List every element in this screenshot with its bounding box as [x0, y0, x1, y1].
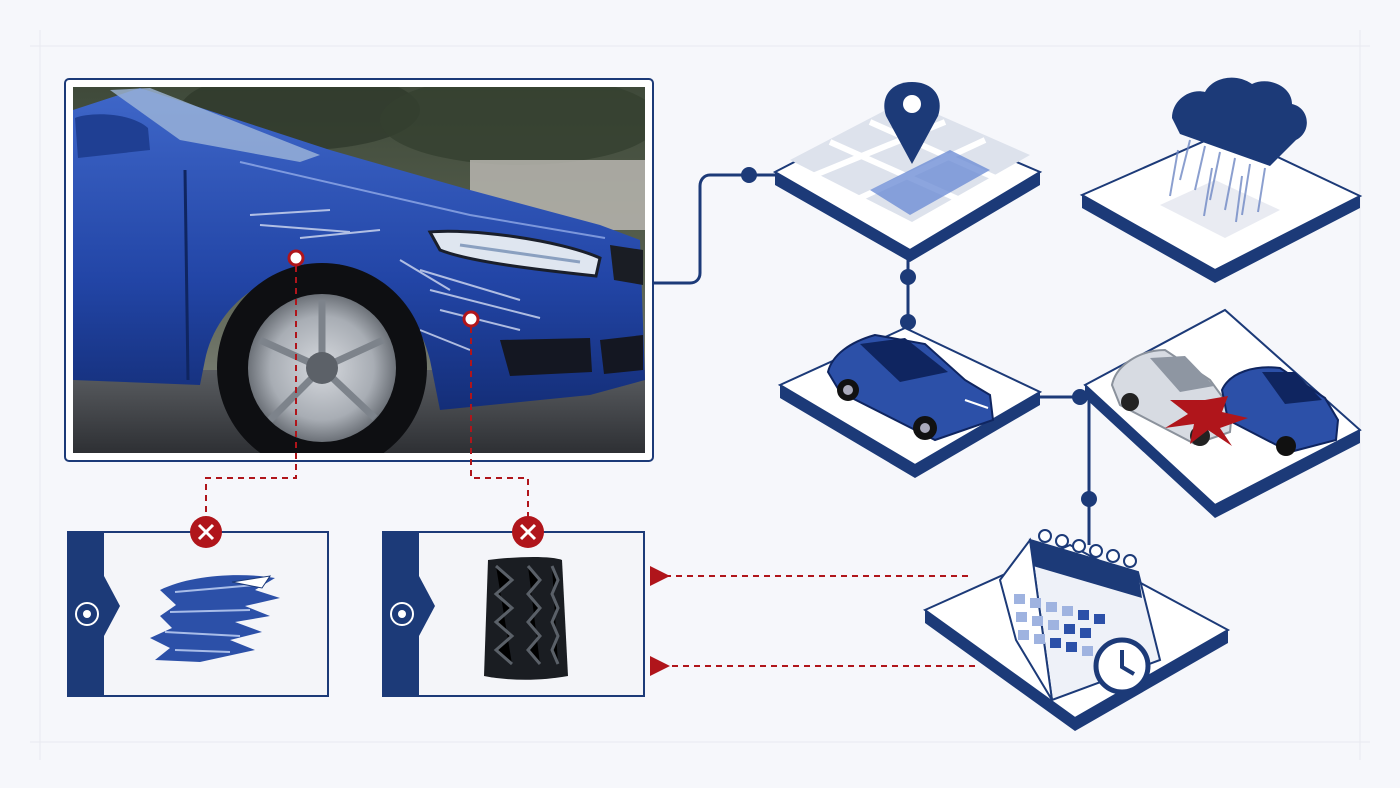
- calendar-clock-icon: [998, 529, 1162, 702]
- paint-damage-card[interactable]: [67, 516, 329, 697]
- scratch-marks: [249, 209, 541, 351]
- date-time-node[interactable]: [923, 529, 1231, 731]
- vehicle-photo-node: [64, 78, 654, 462]
- location-node[interactable]: [772, 82, 1043, 262]
- map-pin-icon: [884, 82, 940, 164]
- weather-node[interactable]: [1079, 77, 1363, 283]
- front-wheel: [217, 263, 427, 453]
- paint-scratch-icon: [150, 575, 280, 662]
- rain-cloud-icon: [1169, 77, 1307, 223]
- tire-icon: [484, 557, 568, 680]
- damage-leader-lines: [205, 266, 529, 520]
- map-grid: [790, 100, 1030, 222]
- damaged-car-photo: [73, 87, 645, 453]
- collision-icon: [1110, 348, 1340, 456]
- tire-damage-card[interactable]: [382, 516, 645, 697]
- background-grid: [30, 30, 1370, 760]
- link-arrows: [650, 566, 975, 676]
- connector-dots: [741, 167, 1097, 507]
- damage-marker-bumper[interactable]: [462, 310, 480, 328]
- sedan-icon: [826, 333, 995, 442]
- collision-node[interactable]: [1083, 308, 1362, 518]
- target-icon: [75, 602, 99, 626]
- vehicle-node[interactable]: [777, 326, 1043, 478]
- damage-marker-wheel[interactable]: [287, 249, 305, 267]
- target-icon: [390, 602, 414, 626]
